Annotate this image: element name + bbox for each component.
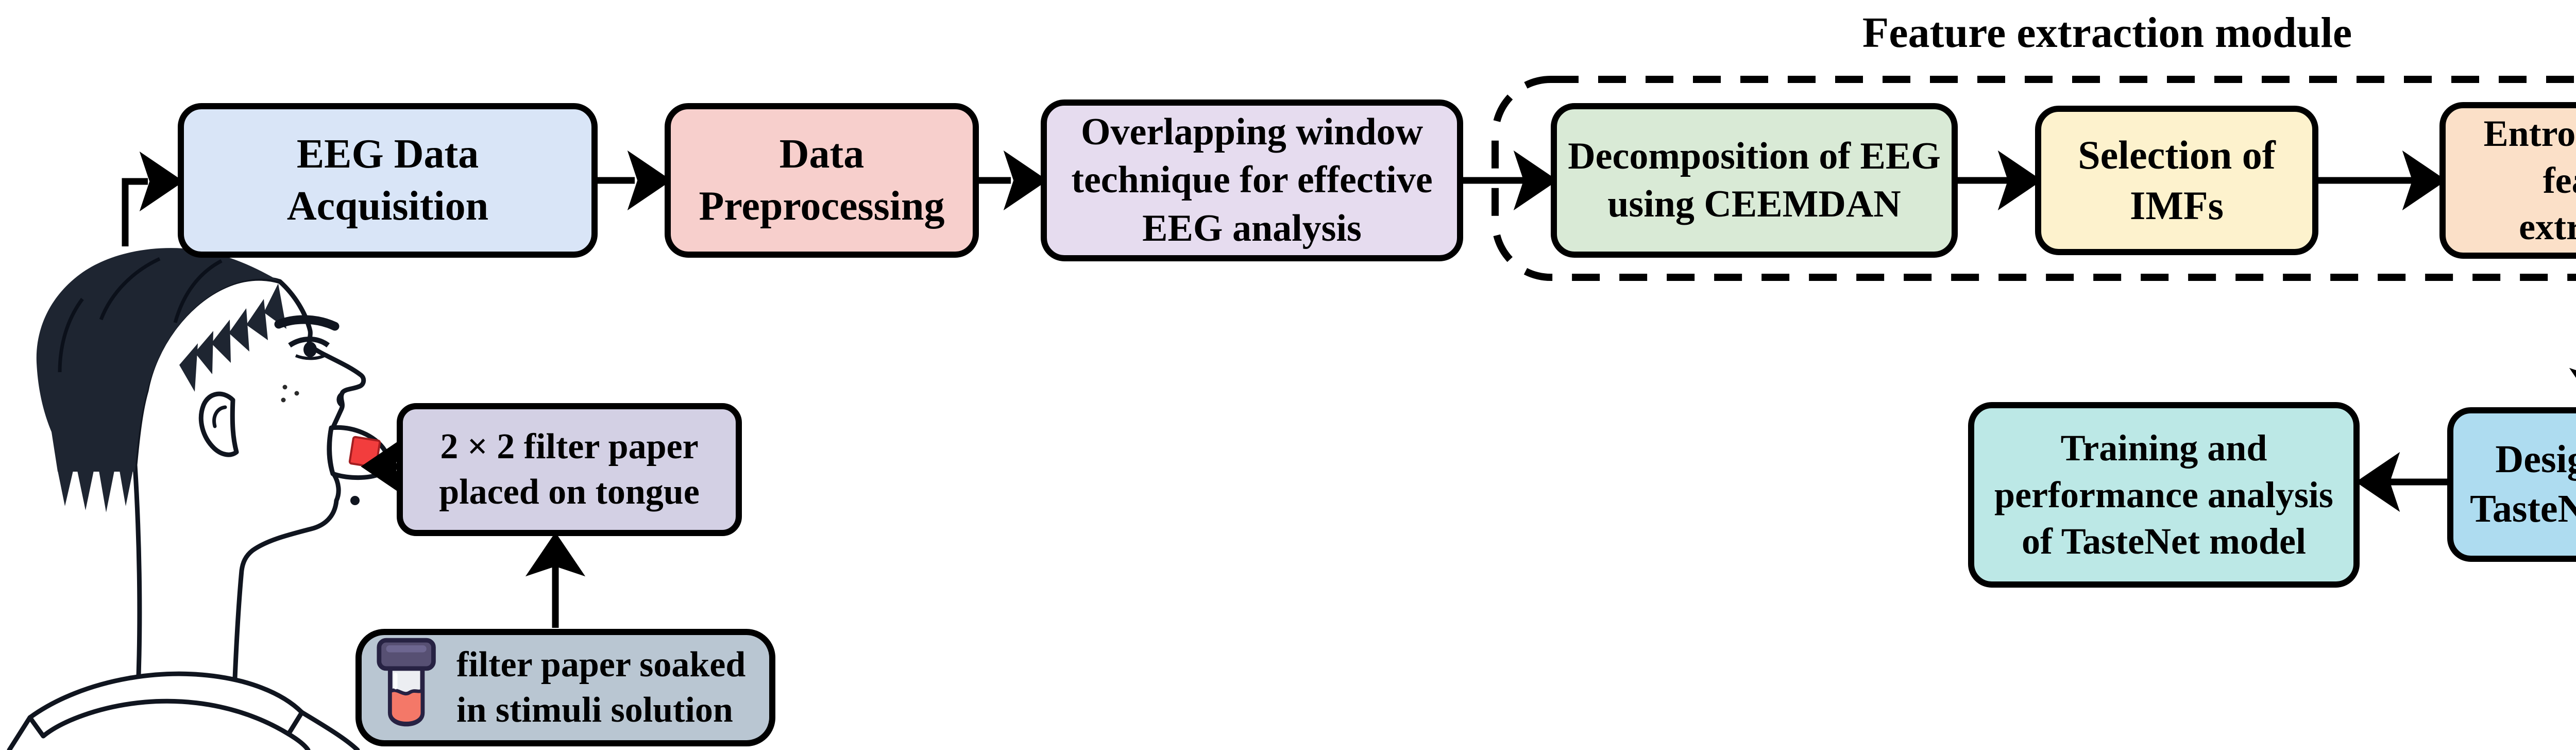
arrow-designing-to-training	[2355, 452, 2447, 512]
flow-box-data-preprocessing: Data Preprocessing	[665, 103, 979, 258]
arrow-selection-to-entropy	[2318, 150, 2447, 211]
hair	[36, 248, 286, 512]
feature-module-title: Feature extraction module	[1862, 9, 2352, 57]
shirt-collar	[7, 671, 360, 750]
mouth-crease	[327, 425, 335, 476]
flow-box-eeg-data-acquisition: EEG Data Acquisition	[178, 103, 598, 258]
nostril	[336, 391, 344, 407]
annotation-box-stimuli-solution: filter paper soaked in stimuli solution	[355, 629, 775, 746]
eye	[288, 337, 330, 360]
arrow-decomposition-to-selection	[1958, 150, 2042, 211]
flow-box-training-performance: Training and performance analysis of Tas…	[1968, 402, 2360, 588]
flow-box-entropy-feature-extraction: Entropy based feature extraction	[2439, 102, 2576, 259]
arrow-filterpaper-to-tongue	[361, 436, 405, 497]
stimuli-box-label: filter paper soaked in stimuli solution	[456, 644, 746, 730]
tongue	[327, 425, 391, 480]
annotation-box-filter-paper-on-tongue: 2 × 2 filter paper placed on tongue	[397, 403, 742, 536]
flow-box-decomposition-ceemdan: Decomposition of EEG using CEEMDAN	[1551, 103, 1958, 258]
arrow-overlapping-to-decomposition	[1463, 150, 1558, 211]
flow-box-selection-of-imfs: Selection of IMFs	[2035, 106, 2318, 255]
ear	[198, 391, 239, 457]
mole	[350, 496, 360, 505]
hair-strand-lines	[58, 257, 223, 373]
arrow-stimuli-to-filterpaper	[525, 532, 586, 628]
test-tube-icon	[377, 638, 436, 727]
eyebrow	[274, 315, 340, 331]
arrow-preprocessing-to-overlapping	[979, 150, 1048, 211]
arrow-head-to-eeg	[122, 151, 184, 246]
flow-box-designing-tastenet: Designing of TasteNet model	[2447, 407, 2576, 562]
arrow-eeg-to-preprocessing	[598, 150, 672, 211]
filter-paper-square-icon	[348, 436, 381, 469]
freckles	[281, 385, 299, 403]
flow-box-overlapping-window: Overlapping window technique for effecti…	[1041, 99, 1463, 261]
face-and-neck	[132, 276, 366, 693]
